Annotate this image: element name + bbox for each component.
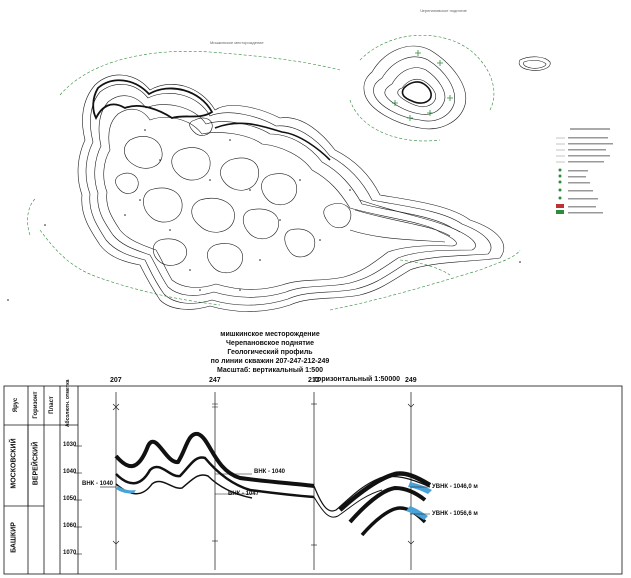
horizon-vereisky: ВЕРЕЙСКИЙ — [32, 441, 40, 486]
depth-1030: 1030 — [63, 442, 77, 448]
vnk-1047-label: ВНК - 1047 — [228, 491, 260, 497]
well-207: 207 — [110, 377, 122, 384]
oil-boundary-east — [214, 122, 331, 161]
main-contour-map — [77, 74, 505, 312]
inset-fault-lines — [349, 34, 495, 142]
well-dots — [7, 129, 521, 301]
title-line-3: Геологический профиль — [227, 349, 313, 356]
inset-contour-map — [363, 45, 551, 130]
well-212: 212 — [308, 377, 320, 384]
oil-boundary — [92, 79, 214, 121]
stage-moscow: МОСКОВСКИЙ — [10, 438, 18, 489]
well-249: 249 — [405, 377, 417, 384]
depth-1050: 1050 — [63, 496, 77, 502]
well-247: 247 — [209, 377, 221, 384]
depth-1070: 1070 — [63, 550, 77, 556]
well-lines — [115, 392, 412, 570]
col-header-horizon: Горизонт — [33, 391, 39, 419]
profile-title-block: мишкинское месторождение Черепановское п… — [120, 330, 420, 384]
legend — [556, 128, 613, 214]
water-zones — [116, 482, 432, 520]
vnk-left-label: ВНК - 1040 — [82, 481, 114, 487]
vnk-lines — [100, 473, 430, 515]
top-map-label: Черепановское поднятие — [420, 8, 467, 13]
north-map-label: Мишкинское месторождение — [210, 40, 264, 45]
uvnk-1056-label: УВНК - 1056,6 м — [432, 511, 478, 517]
stage-bashkir: БАШКИР — [10, 522, 18, 553]
title-line-2: Черепановское поднятие — [226, 340, 314, 347]
well-markers — [112, 403, 415, 546]
title-line-5: Масштаб: вертикальный 1:500 — [217, 367, 323, 374]
depth-1060: 1060 — [63, 523, 77, 529]
depth-1040: 1040 — [63, 469, 77, 475]
title-line-6: горизонтальный 1:50000 — [314, 376, 400, 383]
vnk-1040-label: ВНК - 1040 — [254, 469, 286, 475]
col-header-stage: Ярус — [13, 397, 19, 413]
col-header-layer: Пласт — [49, 396, 55, 414]
geo-layers — [114, 431, 432, 537]
title-line-1: мишкинское месторождение — [220, 331, 320, 338]
fault-lines — [27, 51, 521, 311]
title-line-4: по линии скважин 207-247-212-249 — [210, 358, 330, 365]
inset-wells — [392, 50, 453, 121]
profile-frame — [3, 385, 623, 575]
uvnk-1046-label: УВНК - 1046,0 м — [432, 484, 478, 490]
depth-ticks — [74, 445, 82, 555]
col-header-abs-mark: Абсолютн. отметка — [65, 379, 71, 427]
inset-boundary — [401, 81, 432, 104]
